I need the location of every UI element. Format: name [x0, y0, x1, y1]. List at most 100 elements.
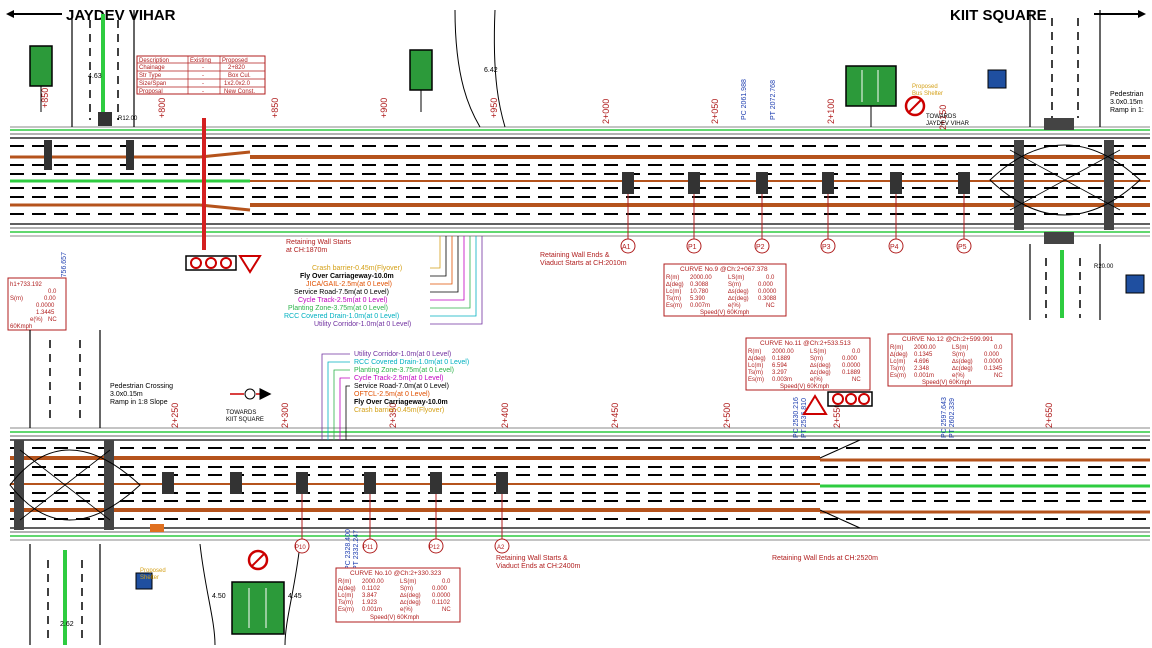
piers-bottom: P10 P11 P12 A2 [162, 472, 510, 554]
curve-title: CURVE No.11 @Ch:2+533.513 [760, 340, 851, 347]
curve-cell: Ts(m) [338, 600, 353, 606]
curve-cell: 1.923 [362, 600, 378, 606]
no-parking-sign-top [904, 95, 926, 117]
side-roads-top [71, 9, 1101, 320]
curve-speed: Speed(V) 60Kmph [780, 384, 829, 390]
chainage-label: 2+050 [710, 99, 720, 124]
curve-cell: LS(m) [728, 275, 744, 281]
pt-label: PT 2536.810 [801, 398, 808, 438]
pier-label: P11 [363, 545, 374, 551]
curve-cell: 10.780 [690, 289, 709, 295]
curve-cell: e(%) [728, 303, 741, 309]
pt-label: PT 1756.657 [61, 252, 68, 292]
warning-sign-cluster-bottom [802, 391, 873, 415]
junction-top-right [989, 118, 1141, 244]
curve-cell: R(m) [666, 275, 679, 281]
curve-cell: 3.297 [772, 370, 788, 376]
curve-cell: 0.000 [984, 352, 1000, 358]
curve-cell: ∆c(deg) [400, 599, 421, 606]
cross-section-top: Crash barrier-0.45m(Flyover) Fly Over Ca… [284, 236, 483, 328]
header-right: KIIT SQUARE [950, 7, 1146, 24]
chainage-label: 2+000 [601, 99, 611, 124]
curve-cell: Es(m) [338, 607, 354, 613]
curve-cell: 0.1102 [362, 586, 381, 592]
curve-cell: Lc(m) [338, 593, 353, 599]
curve-cell: 4.696 [914, 359, 930, 365]
blue-sign-icon [987, 69, 1007, 89]
green-sign-top-left [29, 45, 53, 112]
curve-cell: 2.348 [914, 366, 930, 372]
chainage-label: +900 [379, 98, 389, 118]
curve-cell: ∆c(deg) [728, 295, 749, 302]
desc-cell: - [202, 65, 204, 71]
chainage-label: 2+400 [500, 403, 510, 428]
top-chainages: +850 +800 +850 +900 +950 2+000 2+050 2+1… [40, 79, 948, 292]
pier-label: P10 [295, 545, 306, 551]
green-sign-bottom [231, 581, 285, 635]
dimension-label: 2.62 [60, 621, 74, 628]
junction-top-left [44, 112, 134, 170]
header-right-title: KIIT SQUARE [950, 7, 1047, 24]
curve-cell: NC [852, 377, 861, 383]
chainage-label: 2+350 [388, 403, 398, 428]
curve-cell: ∆s(deg) [952, 358, 973, 365]
pier-label: P5 [958, 244, 967, 251]
curve-speed: Speed(V) 60Kmph [370, 615, 419, 621]
pier-label: A2 [497, 545, 505, 551]
pt-label: PT 2332.247 [353, 530, 360, 570]
curve-cell: Ts(m) [748, 370, 763, 376]
left-table-cell: 60Kmph [10, 324, 32, 330]
cross-section-item: OFTCL-2.5m(at 0 Level) [354, 391, 430, 398]
header-left: JAYDEV VIHAR [6, 7, 176, 24]
cross-section-item: Cycle Track-2.5m(at 0 Level) [298, 297, 387, 304]
curve-cell: 0.1889 [842, 370, 861, 376]
blue-sign-icon [1125, 274, 1145, 294]
curve-cell: 0.0000 [984, 359, 1003, 365]
curve-cell: ∆s(deg) [810, 362, 831, 369]
curve-cell: R(m) [338, 579, 351, 585]
desc-cell: - [202, 73, 204, 79]
curve-cell: e(%) [810, 377, 823, 383]
green-sign-top-mid [409, 49, 433, 112]
dimension-label: 4.50 [212, 593, 226, 600]
cross-section-item: Fly Over Carriageway-10.0m [354, 399, 448, 406]
curve-cell: 6.594 [772, 363, 788, 369]
desc-cell: Chainage [139, 65, 165, 71]
curve-cell: Lc(m) [890, 359, 905, 365]
dimension-label: 4.63 [88, 73, 102, 80]
curve-cell: LS(m) [810, 349, 826, 355]
desc-header-0: Description [139, 58, 169, 64]
curve-cell: 0.0 [766, 275, 775, 281]
curve-cell: ∆(deg) [890, 351, 908, 358]
curve-cell: S(m) [400, 586, 413, 592]
top-road-strip [10, 118, 1150, 250]
chainage-label: +850 [270, 98, 280, 118]
pt-label: PT 2072.768 [770, 80, 777, 120]
cross-section-item: Crash barrier-0.45m(Flyover) [312, 265, 402, 272]
desc-cell: Box Cul. [228, 73, 251, 79]
chainage-label: 2+100 [826, 99, 836, 124]
curve-cell: 0.0 [852, 349, 861, 355]
curve-cell: 0.1102 [432, 600, 451, 606]
bottom-road-strip [10, 427, 1150, 541]
desc-cell: 1x2.0x2.0 [224, 81, 251, 87]
chainage-label: 2+250 [170, 403, 180, 428]
dimension-label: 6.42 [484, 67, 498, 74]
curve-title: CURVE No.9 @Ch:2+067.378 [680, 266, 768, 273]
cross-section-item: RCC Covered Drain-1.0m(at 0 Level) [354, 359, 469, 366]
curve-cell: 0.0 [994, 345, 1003, 351]
chainage-label: +850 [40, 88, 50, 108]
curve-cell: R(m) [748, 349, 761, 355]
cross-section-item: Utility Corridor-1.0m(at 0 Level) [354, 351, 451, 358]
pc-label: PC 2597.643 [941, 397, 948, 438]
radius-label: R12.00 [118, 116, 138, 122]
curve-cell: 0.1889 [772, 356, 791, 362]
cross-section-item: Utility Corridor-1.0m(at 0 Level) [314, 321, 411, 328]
curve-cell: 3.847 [362, 593, 378, 599]
curve-cell: 0.007m [690, 303, 710, 309]
warning-sign-cluster-top [185, 255, 262, 274]
curve-speed: Speed(V) 60Kmph [700, 310, 749, 316]
cross-section-item: JICA/GAIL-2.5m(at 0 Level) [306, 281, 392, 288]
